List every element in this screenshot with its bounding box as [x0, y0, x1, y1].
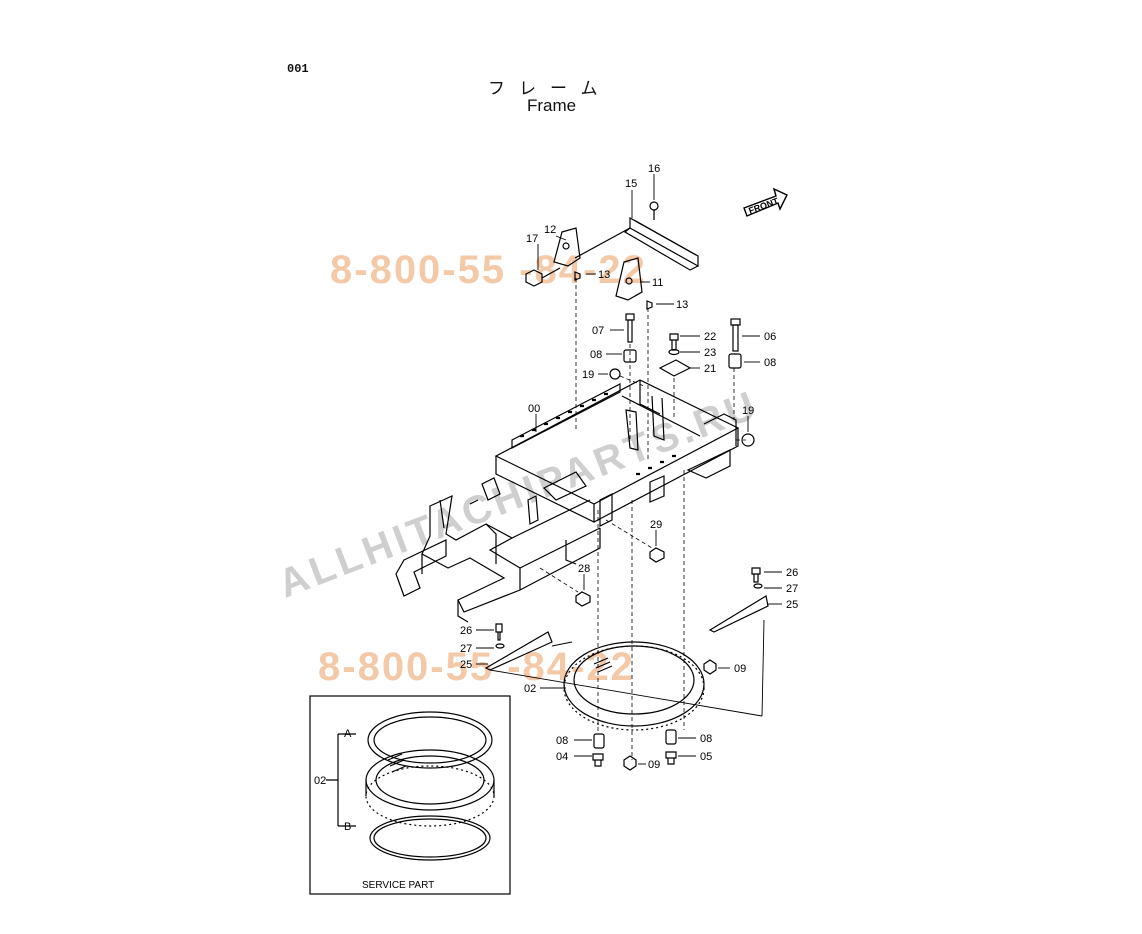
callout-11: 11	[652, 277, 663, 289]
callout-16: 16	[648, 163, 660, 175]
callout-08-lower-left: 08	[556, 735, 568, 747]
bolt-part-26-left-icon	[495, 623, 503, 641]
service-label-a: A	[344, 728, 352, 740]
callout-09-lower: 09	[648, 759, 660, 771]
callout-00: 00	[528, 403, 540, 415]
bushing-part-08-lower-left-icon	[593, 733, 605, 749]
watermark-site: ALLHITACHIPARTS.RU	[272, 382, 764, 606]
bolt-part-07-icon	[625, 313, 635, 343]
callout-05: 05	[700, 751, 712, 763]
plate-part-25-right-icon	[708, 595, 769, 633]
cap-part-19-right-icon	[741, 433, 755, 447]
bushing-part-08-lower-right-icon	[665, 729, 677, 745]
callout-17: 17	[526, 233, 538, 245]
callout-12: 12	[544, 224, 556, 236]
callout-27-left: 27	[460, 643, 472, 655]
bolt-part-04-icon	[592, 753, 604, 767]
hardware-part-13-lower-icon	[646, 300, 653, 310]
callout-29: 29	[650, 519, 662, 531]
callout-28: 28	[578, 563, 590, 575]
washer-part-27-right-icon	[753, 583, 763, 589]
callout-07: 07	[592, 325, 604, 337]
bolt-part-26-right-icon	[751, 567, 761, 583]
title-japanese: フレーム	[488, 79, 612, 99]
callout-26-left: 26	[460, 625, 472, 637]
callout-08-upper-right: 08	[764, 357, 776, 369]
bolt-part-22-icon	[669, 333, 679, 351]
callout-02: 02	[524, 683, 536, 695]
front-arrow-icon: FRONT	[743, 187, 788, 217]
nut-part-17-icon	[525, 267, 561, 287]
nut-part-09-lower-icon	[623, 755, 637, 771]
washer-part-23-icon	[668, 348, 680, 356]
plate-part-21-icon	[658, 359, 692, 377]
callout-08-lower-right: 08	[700, 733, 712, 745]
swing-bearing-part-02-icon	[563, 641, 705, 731]
service-label-b: B	[344, 821, 351, 833]
title-english: Frame	[527, 96, 577, 115]
callout-13-upper: 13	[598, 269, 610, 281]
washer-part-27-left-icon	[495, 643, 505, 649]
callout-21: 21	[704, 363, 716, 375]
callout-09-upper: 09	[734, 663, 746, 675]
bolt-part-05-icon	[665, 751, 677, 765]
nut-part-28-icon	[575, 591, 591, 607]
callout-19-left: 19	[582, 369, 594, 381]
plate-part-25-left-icon	[484, 631, 553, 671]
cap-part-19-left-icon	[609, 368, 621, 380]
bracket-part-12-icon	[553, 227, 631, 267]
callout-04: 04	[556, 751, 568, 763]
callout-25-right: 25	[786, 599, 798, 611]
callout-25-left: 25	[460, 659, 472, 671]
callout-22: 22	[704, 331, 716, 343]
watermark-phone-top: 8-800-55 -84-22	[330, 248, 647, 292]
service-part-caption: SERVICE PART	[362, 880, 434, 891]
callout-26-right: 26	[786, 567, 798, 579]
hardware-part-13-upper-icon	[574, 271, 581, 281]
callout-27-right: 27	[786, 583, 798, 595]
service-bearing-icon	[326, 711, 495, 861]
bushing-part-08-upper-right-icon	[728, 353, 742, 369]
front-label: FRONT	[747, 196, 780, 216]
bolt-part-06-icon	[730, 318, 741, 352]
bracket-part-11-icon	[615, 257, 643, 301]
callout-labels: 16 15 12 17 13 11 13 07 22 06 08 23 08 1…	[460, 163, 798, 771]
main-frame-part-00-icon	[395, 379, 740, 623]
watermark-phone-bottom: 8-800-55 -84-22	[318, 645, 635, 689]
callout-13-lower: 13	[676, 299, 688, 311]
nut-part-29-icon	[649, 547, 665, 563]
nut-part-09-upper-icon	[703, 659, 717, 675]
service-label-02: 02	[314, 775, 326, 787]
callout-06: 06	[764, 331, 776, 343]
service-part-panel: A B 02 SERVICE PART	[309, 695, 511, 895]
page-number: 001	[287, 62, 309, 76]
callout-08-upper-left: 08	[590, 349, 602, 361]
callout-15: 15	[625, 178, 637, 190]
callout-19-right: 19	[742, 405, 754, 417]
callout-23: 23	[704, 347, 716, 359]
